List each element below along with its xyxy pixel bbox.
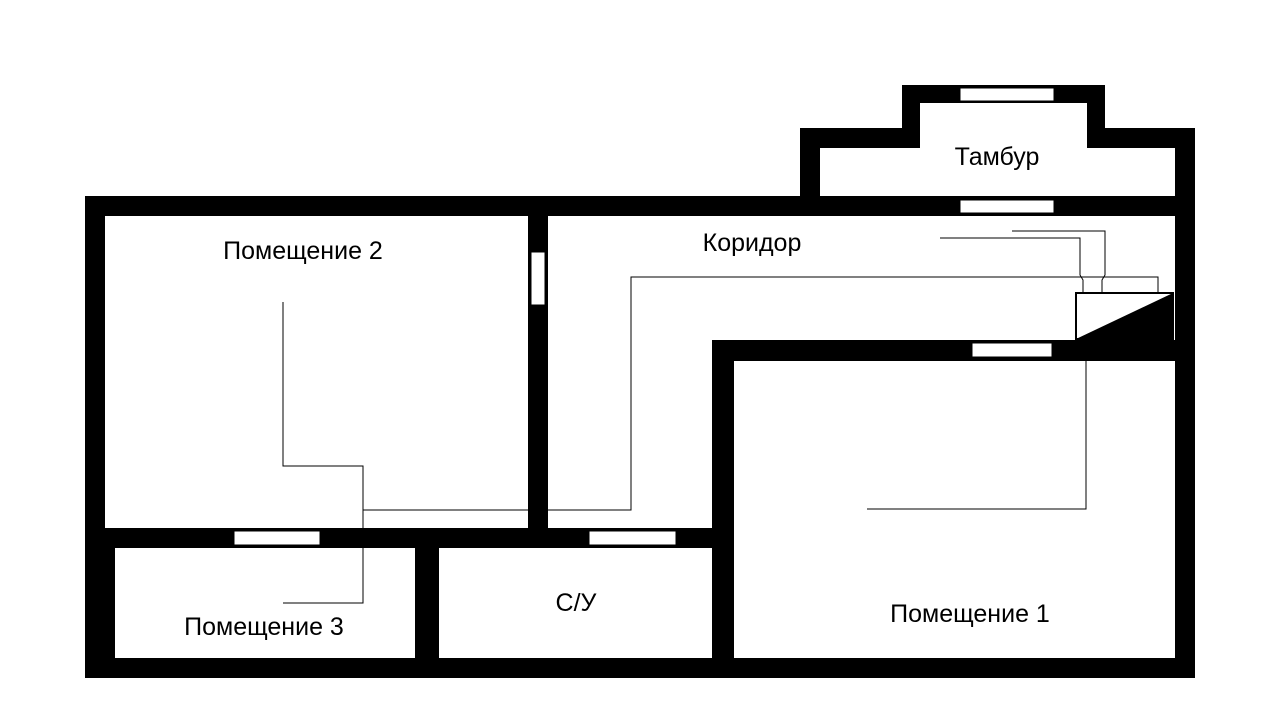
label-room3: Помещение 3 — [184, 613, 344, 641]
room-labels: Тамбур Коридор Помещение 2 Помещение 3 С… — [184, 143, 1050, 641]
label-corridor: Коридор — [703, 229, 802, 257]
outer-wall-top — [85, 196, 1195, 216]
door-corridor-wc — [588, 530, 677, 546]
line-room2 — [282, 302, 364, 604]
door-tambur-outer — [959, 87, 1055, 102]
door-room2-room3 — [233, 530, 321, 546]
wall-room1-top — [712, 340, 1175, 361]
label-room2: Помещение 2 — [223, 237, 383, 265]
line-corridor-upper — [940, 237, 1084, 293]
label-tambur: Тамбур — [955, 143, 1040, 171]
wall-room3-left-inner — [105, 528, 115, 658]
outer-wall-bottom — [85, 658, 1195, 678]
walls — [85, 85, 1195, 678]
line-corridor-main — [363, 276, 1159, 511]
wall-room3-wc — [415, 528, 439, 658]
door-room2-corridor — [530, 251, 546, 306]
door-tambur-corridor — [959, 199, 1055, 214]
label-room1: Помещение 1 — [890, 600, 1050, 628]
tambur-wall-top-left — [800, 128, 920, 148]
door-corridor-room1 — [971, 342, 1053, 358]
duct-lines — [282, 230, 1159, 604]
line-room1 — [867, 340, 1087, 510]
outer-wall-right — [1175, 128, 1195, 678]
doors — [233, 87, 1055, 546]
label-wc: С/У — [556, 589, 597, 617]
wall-room1-left — [712, 340, 734, 658]
ventilation-unit-icon — [1075, 292, 1174, 340]
tambur-wall-top-right — [1087, 128, 1195, 148]
outer-wall-left — [85, 196, 105, 678]
line-corridor-upper-2 — [1012, 230, 1106, 293]
tambur-wall-left-lower — [800, 128, 820, 216]
